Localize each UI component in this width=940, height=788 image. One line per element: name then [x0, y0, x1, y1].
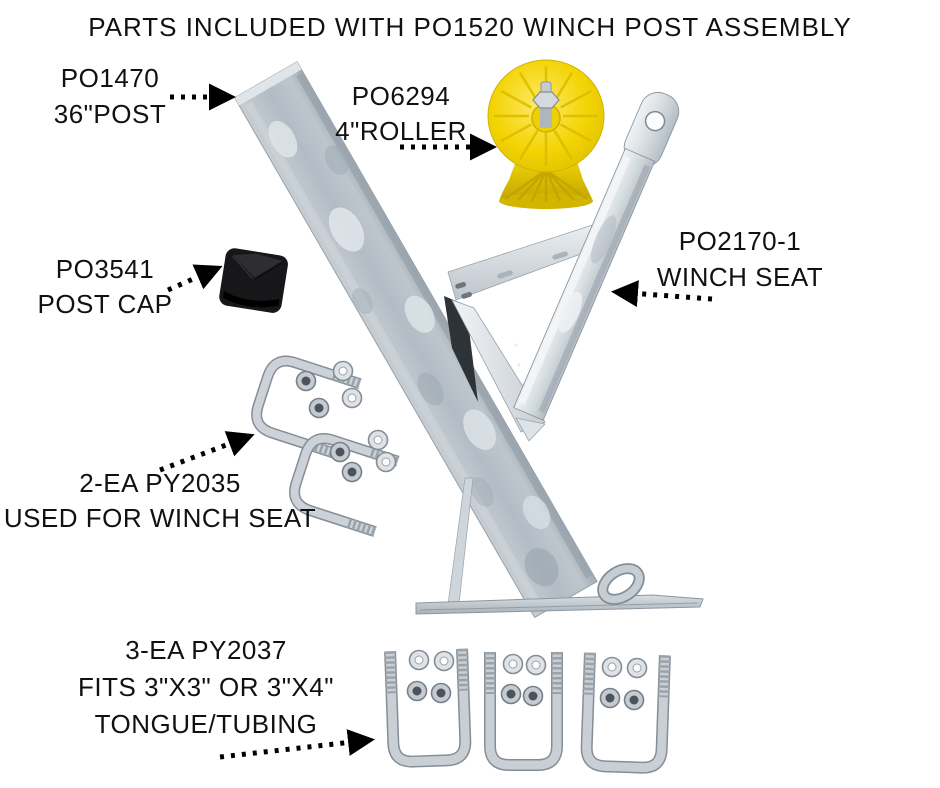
- label-py2035: 2-EA PY2035 USED FOR WINCH SEAT: [0, 466, 320, 536]
- part-desc-2: TONGUE/TUBING: [94, 709, 318, 739]
- py2037-arrow-icon: [219, 729, 375, 760]
- part-number: PO1470: [60, 63, 160, 93]
- part-number: 2-EA PY2035: [79, 468, 241, 498]
- post-cap-image: [219, 248, 288, 313]
- label-po6294: PO6294 4"ROLLER: [321, 79, 481, 149]
- page-title: PARTS INCLUDED WITH PO1520 WINCH POST AS…: [88, 12, 852, 42]
- winch-seat-image: [444, 91, 680, 442]
- py2035-arrow-icon: [159, 431, 255, 473]
- post-cap-arrow-icon: [166, 264, 223, 293]
- label-po3541: PO3541 POST CAP: [25, 252, 185, 322]
- label-po2170-1: PO2170-1 WINCH SEAT: [640, 223, 840, 295]
- part-number: 3-EA PY2037: [125, 635, 287, 665]
- part-number: PO2170-1: [678, 226, 802, 256]
- part-desc: WINCH SEAT: [656, 262, 824, 292]
- winch-seat-ubolts-image: [251, 355, 400, 537]
- winch-seat-arrow-icon: [611, 280, 713, 308]
- part-desc: POST CAP: [37, 289, 173, 319]
- tongue-ubolts-image: [384, 648, 671, 774]
- part-desc: FITS 3"X3" OR 3"X4": [78, 672, 334, 702]
- part-desc: 36"POST: [53, 99, 167, 129]
- roller-image: [487, 59, 605, 209]
- part-number: PO3541: [55, 254, 155, 284]
- label-po1470: PO1470 36"POST: [30, 60, 190, 132]
- label-py2037: 3-EA PY2037 FITS 3"X3" OR 3"X4" TONGUE/T…: [45, 632, 367, 743]
- part-number: PO6294: [351, 81, 451, 111]
- part-desc: USED FOR WINCH SEAT: [3, 503, 317, 533]
- post-image: [234, 61, 704, 619]
- part-desc: 4"ROLLER: [335, 116, 467, 146]
